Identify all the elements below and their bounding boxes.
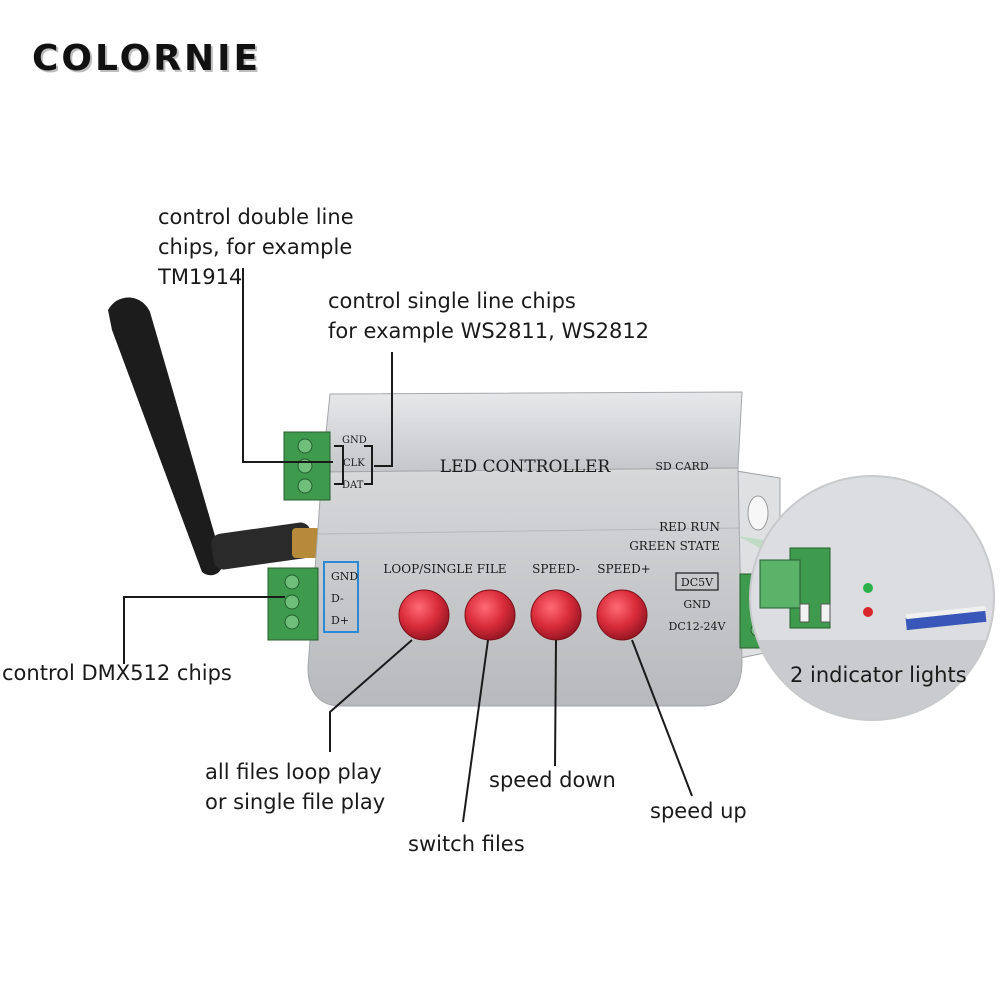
pin-gnd: GND <box>342 435 367 446</box>
speed-down-button[interactable] <box>530 589 582 641</box>
leader-dmx <box>123 596 285 664</box>
top-terminal-block <box>283 431 331 501</box>
callout-line: control double line <box>158 205 354 229</box>
button-label-loop-single: LOOP/SINGLE FILE <box>383 562 506 576</box>
sd-card-label: SD CARD <box>655 460 708 473</box>
pin-dat: DAT <box>342 480 364 491</box>
indicator-magnifier <box>738 475 995 721</box>
antenna <box>108 297 320 576</box>
callout-indicator-lights: 2 indicator lights <box>790 663 967 687</box>
callout-line: or single file play <box>205 790 386 814</box>
leader-speed-up <box>631 639 693 797</box>
dmx-terminal-block <box>267 561 359 641</box>
callout-single-line-chips: control single line chips for example WS… <box>328 286 649 346</box>
power-dc5v: DC5V <box>681 576 714 589</box>
callout-speed-up: speed up <box>650 799 747 823</box>
callout-switch-files: switch files <box>408 832 525 856</box>
callout-dmx-chips: control DMX512 chips <box>2 661 232 685</box>
callout-line: for example WS2811, WS2812 <box>328 319 650 343</box>
power-gnd: GND <box>683 598 710 611</box>
callout-double-line-chips: control double line chips, for example T… <box>158 202 354 292</box>
power-dc-range: DC12-24V <box>669 620 727 633</box>
red-indicator-led <box>863 607 873 617</box>
brand-logo: COLORNIE <box>32 38 262 79</box>
leader-single-line <box>374 352 393 467</box>
dmx-label-frame <box>323 561 359 633</box>
dmx-pin-d-minus: D- <box>331 592 344 605</box>
leader-loop <box>329 639 413 752</box>
callout-speed-down: speed down <box>489 768 616 792</box>
sd-card-slot <box>905 609 987 631</box>
callout-line: chips, for example <box>158 235 353 259</box>
green-indicator-led <box>863 583 873 593</box>
leader-switch <box>462 639 489 823</box>
callout-line: all files loop play <box>205 760 382 784</box>
device-title: LED CONTROLLER <box>440 457 612 477</box>
pin-clk: CLK <box>343 458 365 469</box>
switch-file-button[interactable] <box>464 589 516 641</box>
dmx-pin-d-plus: D+ <box>331 614 349 627</box>
callout-line: control single line chips <box>328 289 576 313</box>
loop-single-button[interactable] <box>398 589 450 641</box>
leader-lines <box>123 268 693 823</box>
dmx-pin-gnd: GND <box>331 570 358 583</box>
callout-line: TM1914 <box>158 265 243 289</box>
leader-double-line <box>242 268 333 463</box>
indicator-legend-red: RED RUN <box>659 520 720 534</box>
indicator-legend-green: GREEN STATE <box>629 539 720 553</box>
dc5v-box <box>675 572 719 591</box>
button-label-speed-minus: SPEED- <box>532 562 580 576</box>
speed-up-button[interactable] <box>596 589 648 641</box>
callout-loop-play: all files loop play or single file play <box>205 757 385 817</box>
button-label-speed-plus: SPEED+ <box>597 562 651 576</box>
leader-speed-down <box>554 639 557 767</box>
